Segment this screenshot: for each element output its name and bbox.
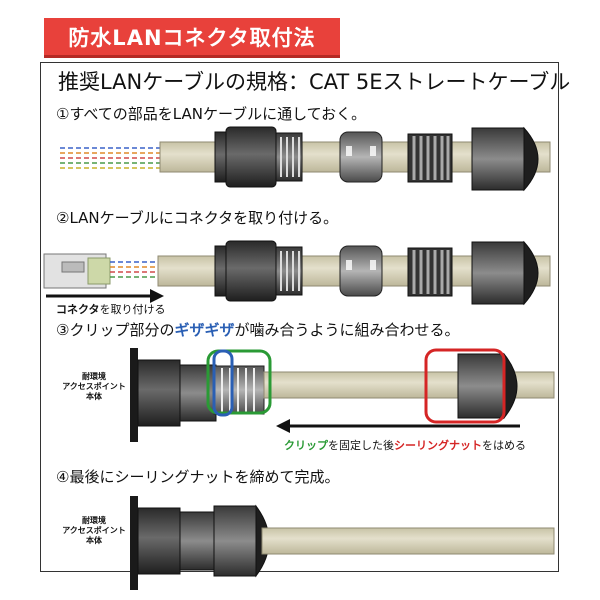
step-1-illustration — [60, 126, 551, 192]
banner-title: 防水LANコネクタ取付法 — [68, 25, 316, 50]
headline: 推奨LANケーブルの規格：CAT 5Eストレートケーブル — [58, 70, 571, 94]
connector-attach-note: コネクタを取り付ける — [56, 303, 166, 316]
blue-highlight — [212, 349, 234, 417]
access-point-wall-3 — [130, 348, 138, 442]
step-1-label: ①すべての部品をLANケーブルに通しておく。 — [56, 105, 367, 123]
lan-cable-4 — [261, 527, 555, 555]
step-2-illustration — [43, 240, 551, 306]
sealing-nut-1 — [471, 127, 525, 191]
step-4-label: ④最後にシーリングナットを締めて完成。 — [56, 468, 340, 486]
step-3-label-pre: ③クリップ部分の — [56, 321, 175, 339]
step-3-label: ③クリップ部分のギザギザが噛み合うように組み合わせる。 — [56, 319, 459, 340]
body-flange-1 — [214, 131, 228, 183]
step-4-illustration — [130, 496, 555, 590]
sealing-nut-3 — [457, 353, 505, 419]
loose-wires — [60, 147, 162, 169]
access-point-label-3: 耐環境 アクセスポイント 本体 — [62, 372, 126, 401]
clip-1 — [339, 131, 383, 183]
tightened-nut — [213, 505, 257, 577]
step-3-label-em: ギザギザ — [174, 321, 235, 339]
connector-body-2 — [225, 240, 277, 302]
title-banner: 防水LANコネクタ取付法 — [44, 18, 340, 58]
clip-2 — [339, 245, 383, 297]
step-2-label: ②LANケーブルにコネクタを取り付ける。 — [56, 209, 339, 227]
clip-then-nut-instruction: クリップを固定した後シーリングナットをはめる — [284, 439, 526, 452]
sealing-nut-2 — [471, 241, 525, 305]
step-3-illustration — [130, 348, 555, 442]
instruction-panel — [40, 62, 559, 572]
step-3-label-post: が噛み合うように組み合わせる。 — [234, 321, 460, 339]
red-highlight — [424, 348, 506, 424]
access-point-label-4: 耐環境 アクセスポイント 本体 — [62, 516, 126, 545]
green-highlight — [206, 349, 272, 415]
connector-body-1 — [225, 126, 277, 188]
access-point-wall-4 — [130, 496, 138, 590]
